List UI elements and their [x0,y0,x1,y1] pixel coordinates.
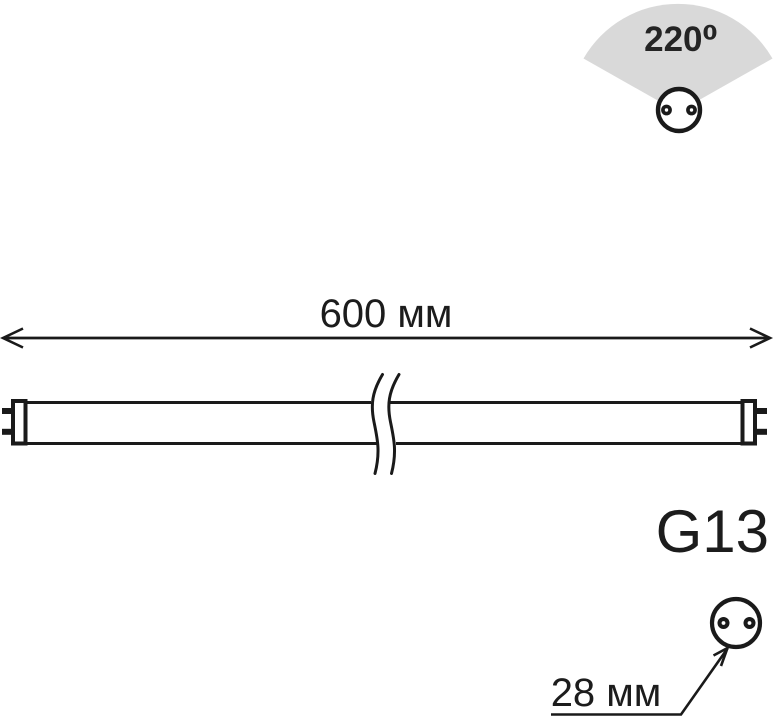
lamp-base-bottom-icon [709,596,763,650]
socket-type-label: G13 [655,498,769,565]
tube-left-pin-bottom [2,428,13,435]
leader-arrowhead-icon [712,645,730,667]
beam-angle-label: 220⁰ [644,20,718,59]
length-dimension-arrow [0,327,774,349]
tube-right-pin-bottom [756,428,767,435]
tube-right-cap [740,399,757,446]
lamp-base-top-icon [655,86,703,134]
arrowhead-left-icon [0,327,24,349]
tube-drawing [2,399,767,446]
tube-right-pin-top [756,408,767,414]
socket-diameter-label: 28 мм [550,671,662,715]
tube-left-pin-top [2,408,13,414]
beam-angle-fan-icon [583,3,773,113]
arrowhead-right-icon [749,327,774,349]
length-dimension-label: 600 мм [319,292,453,336]
tube-break-symbol [370,373,401,475]
tube-left-cap [11,399,28,446]
beam-angle-fan-shape [583,3,773,113]
diameter-leader-arrow [551,645,730,716]
